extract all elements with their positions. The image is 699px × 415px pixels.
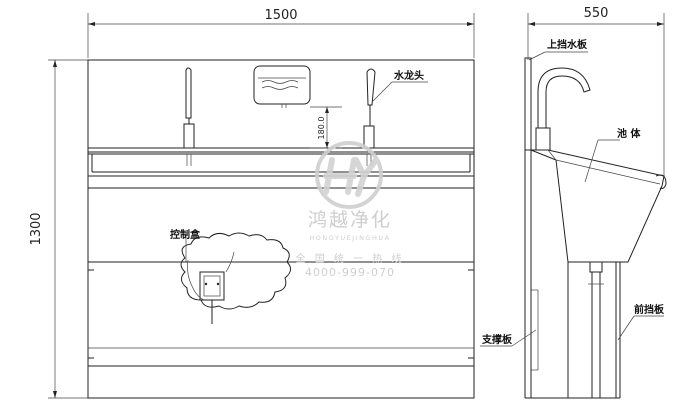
- dim-height: 1300: [29, 59, 88, 399]
- soap-dispenser: [253, 65, 311, 108]
- basin-rim: [87, 147, 475, 155]
- height-text: 1300: [29, 212, 44, 245]
- support-panel-label: 支撑板: [481, 333, 513, 346]
- side-width-text: 550: [584, 6, 609, 21]
- backsplash-panel: [87, 59, 475, 153]
- dim-side-width: 550: [527, 6, 665, 176]
- front-body: [87, 187, 475, 399]
- side-faucet: [535, 67, 591, 151]
- brand-logo: [315, 141, 383, 209]
- front-view: 1500 1300: [29, 8, 475, 399]
- basin-label: 池 体: [617, 127, 641, 140]
- dim-front-width: 1500: [87, 8, 475, 58]
- control-box: 控制盒: [170, 228, 291, 324]
- side-drain: [588, 261, 604, 398]
- upper-splash-panel: [524, 57, 532, 151]
- left-faucet: [183, 67, 195, 166]
- support-panel-callout: 支撑板: [480, 329, 537, 347]
- front-panel-label: 前挡板: [634, 303, 665, 316]
- faucet-label: 水龙头: [393, 69, 424, 82]
- faucet-callout: 水龙头: [371, 69, 428, 103]
- front-width-text: 1500: [264, 8, 297, 23]
- front-panel-callout: 前挡板: [617, 303, 665, 341]
- brand-en: HONGYUEJINGHUA: [309, 234, 390, 242]
- upper-splash-label: 上挡水板: [547, 38, 588, 51]
- hotline-label: 全 国 统 一 热 线: [296, 252, 405, 265]
- brand-cn: 鸿越净化: [308, 209, 392, 231]
- brand-watermark: 鸿越净化 HONGYUEJINGHUA 全 国 统 一 热 线 4000-999…: [296, 141, 405, 279]
- faucet-offset-text: 180.0: [317, 117, 326, 140]
- hotline-phone: 4000-999-070: [305, 266, 395, 279]
- side-basin: 池 体: [530, 127, 667, 263]
- basin-lip: [87, 175, 475, 189]
- control-box-label: 控制盒: [170, 228, 201, 241]
- dim-faucet-offset: 180.0: [310, 106, 342, 149]
- side-view: 550 上挡水板 池 体: [480, 6, 667, 399]
